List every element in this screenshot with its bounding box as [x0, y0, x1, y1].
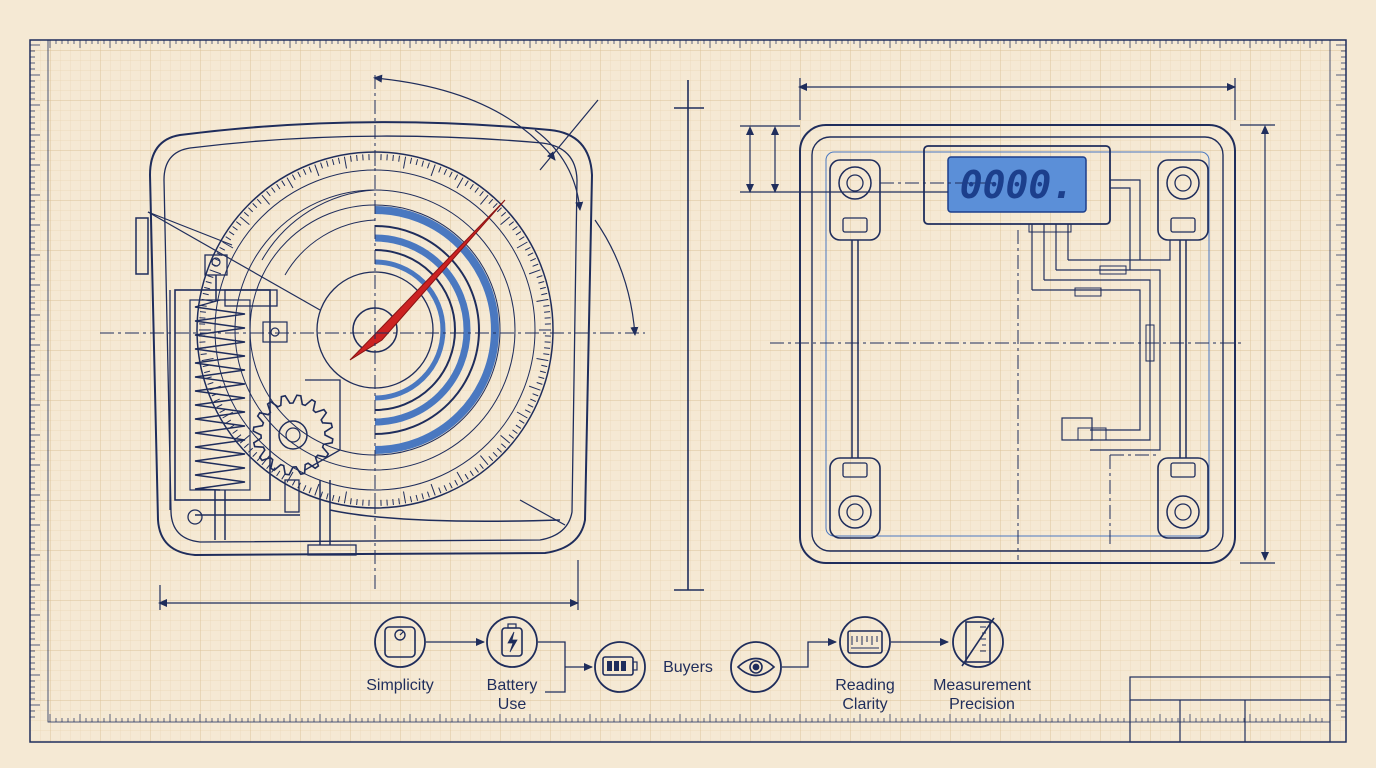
analog-scale: [135, 121, 594, 557]
gear-icon: [252, 394, 334, 476]
simplicity-label: Simplicity: [366, 677, 434, 694]
reading-clarity-label-line2: Clarity: [842, 696, 887, 713]
buyers-label: Buyers: [663, 659, 713, 676]
spring-housing: [174, 289, 271, 501]
analog-housing-outer: [148, 121, 594, 557]
reading-clarity-label-line1: Reading: [835, 677, 895, 694]
load-cell-top-left: [829, 159, 881, 241]
ruler-ticks: [30, 40, 1346, 722]
measurement-precision-label-line2: Precision: [949, 696, 1015, 713]
center-divider: [674, 80, 704, 591]
analog-centerlines: [100, 75, 645, 590]
digital-scale: [799, 124, 1236, 564]
measurement-precision-label-line1: Measurement: [933, 677, 1031, 694]
digital-housing-outer: [799, 124, 1236, 564]
eye-icon: [730, 641, 782, 693]
battery-level-icon: [594, 641, 646, 693]
load-cell-top-right: [1157, 159, 1209, 241]
digital-centerlines: [770, 182, 1245, 560]
lcd-display: [947, 156, 1087, 213]
dial-needle: [349, 199, 506, 361]
battery-charging-icon: [486, 616, 538, 668]
load-cell-bottom-left: [829, 457, 881, 539]
support-rods: [851, 240, 1187, 458]
display-housing: [923, 145, 1111, 225]
load-cell-bottom-right: [1157, 457, 1209, 539]
flow-arrows: [426, 638, 949, 693]
title-block: [1129, 676, 1331, 743]
lcd-reading: 0000.: [960, 163, 1074, 207]
ruler-icon: [952, 616, 1004, 668]
flow-diagram: [374, 616, 1004, 693]
inner-border: [47, 39, 1331, 723]
analog-dimensions: [158, 74, 639, 610]
analog-housing-inner: [163, 135, 578, 543]
digital-dimensions: [740, 78, 1275, 564]
scale-icon: [374, 616, 426, 668]
wiring: [1028, 179, 1171, 451]
side-button: [135, 217, 149, 275]
blue-scale-arcs: [374, 206, 499, 454]
battery-use-label-line1: Battery: [487, 677, 538, 694]
gauge-icon: [839, 616, 891, 668]
battery-use-label-line2: Use: [498, 696, 527, 713]
flow-labels: Simplicity Battery Use Buyers Reading Cl…: [366, 659, 1031, 713]
